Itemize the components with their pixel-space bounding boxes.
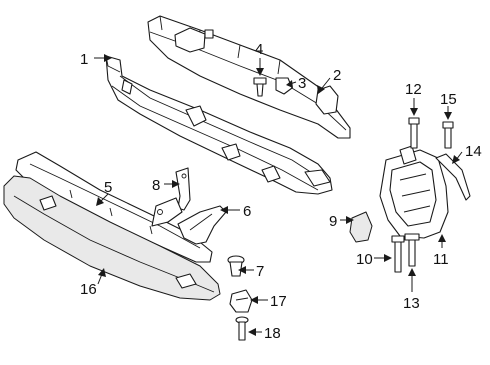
callout-12: 12 <box>405 81 422 98</box>
callout-15: 15 <box>440 91 457 108</box>
screw-4 <box>253 77 267 97</box>
upper-reinforcement-bar <box>147 15 351 139</box>
bolt-13 <box>404 233 420 267</box>
callout-10: 10 <box>356 251 373 268</box>
callout-13: 13 <box>403 295 420 312</box>
bracket-8 <box>151 167 191 227</box>
callout-5: 5 <box>104 179 112 196</box>
callout-7: 7 <box>256 263 264 280</box>
leader-lines <box>94 54 463 336</box>
side-strip-14 <box>435 153 471 201</box>
push-pin-7 <box>227 255 245 277</box>
bolt-10 <box>391 235 405 273</box>
callout-6: 6 <box>243 203 251 220</box>
callout-labels: 1 2 3 4 5 6 7 8 9 10 11 12 13 14 15 16 1… <box>80 41 482 342</box>
retainer-17 <box>229 289 253 313</box>
clip-9 <box>349 211 373 243</box>
callout-18: 18 <box>264 325 281 342</box>
callout-8: 8 <box>152 177 160 194</box>
callout-2: 2 <box>333 67 341 84</box>
callout-3: 3 <box>298 75 306 92</box>
callout-14: 14 <box>465 143 482 160</box>
bumper-beam <box>105 55 333 195</box>
callout-17: 17 <box>270 293 287 310</box>
clip-3 <box>275 77 293 95</box>
bracket-6 <box>177 205 227 245</box>
callout-16: 16 <box>80 281 97 298</box>
side-bracket <box>379 145 449 239</box>
bolt-15 <box>442 121 454 149</box>
screw-18 <box>235 316 249 341</box>
callout-1: 1 <box>80 51 88 68</box>
callout-11: 11 <box>433 251 449 268</box>
callout-9: 9 <box>329 213 337 230</box>
bolt-12 <box>408 117 420 149</box>
callout-4: 4 <box>255 41 263 58</box>
energy-absorber <box>3 175 221 301</box>
